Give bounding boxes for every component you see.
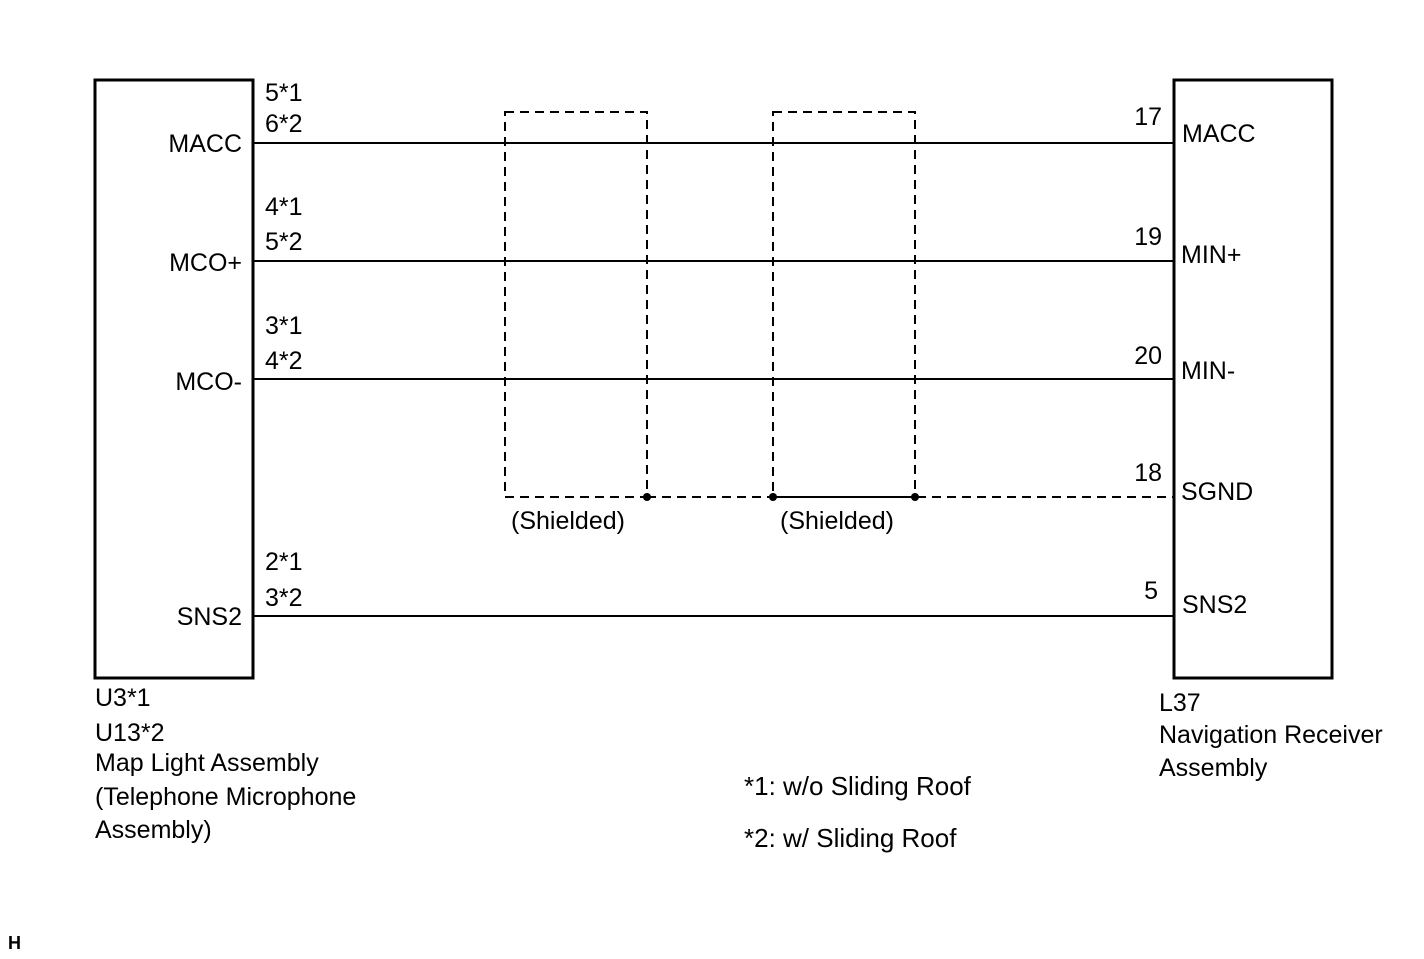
shield-label-2: (Shielded) bbox=[780, 507, 894, 535]
right-pin-min-plus: 19 bbox=[1134, 223, 1162, 251]
left-component-name-line-3: Assembly) bbox=[95, 816, 212, 844]
left-component-name-line-1: Map Light Assembly bbox=[95, 749, 319, 777]
left-component-id-1: U3*1 bbox=[95, 684, 151, 712]
right-component-name-line-2: Assembly bbox=[1159, 754, 1268, 782]
left-terminal-mco-plus: MCO+ bbox=[169, 249, 242, 277]
left-pin-sns2-1: 2*1 bbox=[265, 548, 303, 576]
right-pin-sns2: 5 bbox=[1144, 577, 1158, 605]
note-1: *1: w/o Sliding Roof bbox=[744, 771, 972, 801]
right-terminal-min-plus: MIN+ bbox=[1181, 241, 1241, 269]
left-component-name-line-2: (Telephone Microphone bbox=[95, 783, 356, 811]
right-terminal-sns2: SNS2 bbox=[1182, 591, 1247, 619]
right-terminal-macc: MACC bbox=[1182, 120, 1256, 148]
right-component-id: L37 bbox=[1159, 689, 1201, 717]
junction-dot bbox=[643, 493, 651, 501]
left-pin-mco-plus-1: 4*1 bbox=[265, 193, 303, 221]
left-pin-macc-2: 6*2 bbox=[265, 110, 303, 138]
right-pin-macc: 17 bbox=[1134, 103, 1162, 131]
left-terminal-mco-minus: MCO- bbox=[175, 368, 242, 396]
shield-box-2 bbox=[772, 111, 916, 498]
left-terminal-macc: MACC bbox=[168, 130, 242, 158]
shield-label-1: (Shielded) bbox=[511, 507, 625, 535]
right-component-name-line-1: Navigation Receiver bbox=[1159, 721, 1383, 749]
junction-dot bbox=[769, 493, 777, 501]
right-pin-min-minus: 20 bbox=[1134, 342, 1162, 370]
right-terminal-min-minus: MIN- bbox=[1181, 357, 1235, 385]
left-pin-sns2-2: 3*2 bbox=[265, 584, 303, 612]
right-terminal-sgnd: SGND bbox=[1181, 478, 1253, 506]
left-pin-mco-plus-2: 5*2 bbox=[265, 228, 303, 256]
left-pin-macc-1: 5*1 bbox=[265, 79, 303, 107]
note-2: *2: w/ Sliding Roof bbox=[744, 823, 957, 853]
left-pin-mco-minus-2: 4*2 bbox=[265, 347, 303, 375]
junction-dot bbox=[911, 493, 919, 501]
left-pin-mco-minus-1: 3*1 bbox=[265, 312, 303, 340]
shield-box-1 bbox=[504, 111, 648, 498]
left-component-id-2: U13*2 bbox=[95, 719, 165, 747]
corner-mark: H bbox=[8, 933, 21, 953]
left-terminal-sns2: SNS2 bbox=[177, 603, 242, 631]
right-pin-sgnd: 18 bbox=[1134, 459, 1162, 487]
